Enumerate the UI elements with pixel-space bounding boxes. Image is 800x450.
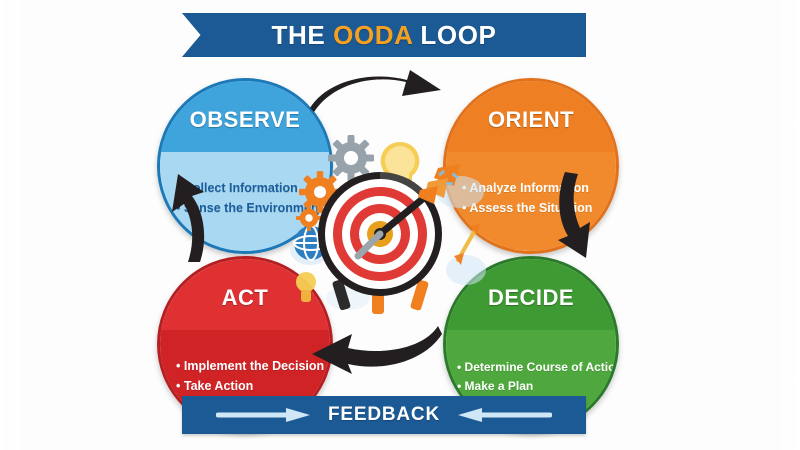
list-item: Collect Information [176,179,320,198]
center-illustration [288,130,512,330]
arrow-icon [454,224,480,265]
feedback-row: FEEDBACK [182,404,586,426]
feedback-banner: FEEDBACK [182,396,586,434]
list-item: Take Action [176,377,320,396]
curved-arrow-right-icon [310,68,445,129]
list-item: Determine Course of Action [457,358,616,377]
title-banner-shape [182,13,586,57]
lightbulb-icon [296,272,316,302]
curved-arrow-down-icon [552,168,608,267]
feedback-label: FEEDBACK [328,404,440,425]
page-title: THE OODA LOOP [272,20,497,51]
sparkle-icon [438,170,459,185]
node-act-title: ACT [221,284,269,310]
title-banner: THE OODA LOOP [182,13,586,57]
title-prefix: THE [271,19,334,50]
title-suffix: LOOP [412,19,497,50]
list-item: Make a Plan [457,377,606,396]
curved-arrow-left-icon [308,322,446,383]
node-decide-title: DECIDE [487,284,575,310]
right-arrow-icon [216,408,311,422]
list-item: Analyze Information [462,179,606,198]
gear-icon [295,204,323,232]
list-item: Sense the Environment [176,199,323,218]
arrow-icon [354,164,460,260]
node-observe-title: OBSERVE [189,106,301,132]
title-accent: OODA [333,19,413,50]
node-orient-title: ORIENT [487,106,575,132]
list-item: Implement the Decision [176,357,324,376]
left-arrow-icon [457,408,552,422]
gear-icon [328,135,374,181]
curved-arrow-up-icon [160,172,214,271]
